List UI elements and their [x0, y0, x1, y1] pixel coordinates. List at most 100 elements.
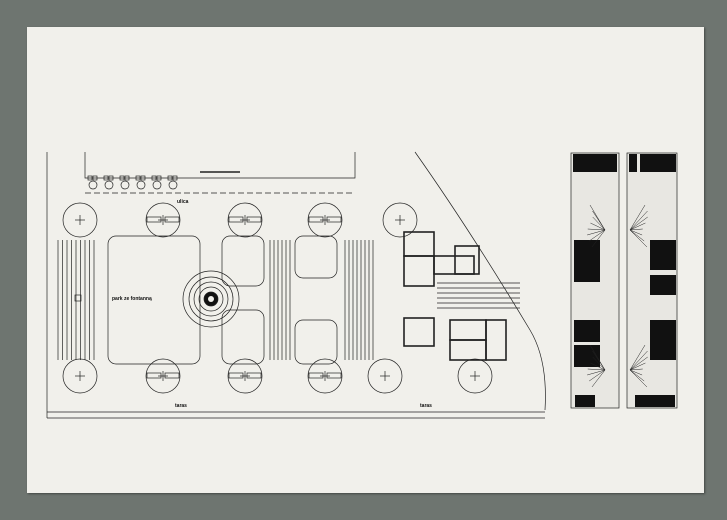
block [294, 319, 338, 365]
tree-foliage [589, 229, 606, 242]
tree-circle [227, 358, 263, 394]
fountain-ring [182, 270, 240, 328]
section-dark-block [574, 320, 600, 342]
section-dark-block [650, 240, 676, 270]
tree-foliage [629, 228, 643, 231]
section-dark-block [575, 395, 595, 407]
tree-foliage [629, 216, 648, 231]
bench [228, 372, 244, 379]
parking-box [172, 175, 178, 181]
bench [326, 372, 342, 379]
tree-circle [62, 202, 98, 238]
tree-circle [145, 202, 181, 238]
parking-box [108, 175, 114, 181]
tree-foliage [587, 369, 606, 376]
tree-foliage [629, 229, 648, 248]
section-dark-block [573, 154, 617, 172]
tree-foliage [629, 229, 643, 236]
tree-foliage [592, 216, 606, 231]
block [221, 235, 265, 287]
tree-foliage [591, 229, 606, 248]
tree-circle [307, 358, 343, 394]
block [221, 309, 265, 365]
tree-foliage [587, 229, 606, 236]
building [433, 255, 475, 275]
tree-foliage [587, 368, 606, 371]
fountain-ring [198, 286, 224, 312]
block [294, 235, 338, 279]
label-terrace-left: taras [175, 403, 187, 409]
tree-foliage [629, 210, 648, 231]
bench [308, 372, 324, 379]
building [485, 319, 507, 361]
fountain-core [208, 296, 214, 302]
fountain-ring [193, 281, 229, 317]
parking-circle [120, 180, 130, 190]
parking-box [140, 175, 146, 181]
parking-circle [88, 180, 98, 190]
section-dark-block [650, 275, 676, 295]
kiosk [74, 294, 82, 302]
parking-box [167, 175, 173, 181]
tree-foliage [590, 222, 606, 231]
tree-circle [307, 202, 343, 238]
building [449, 339, 487, 361]
bench [146, 216, 162, 223]
tree-foliage [629, 368, 643, 371]
tree-foliage [592, 350, 606, 371]
plan-linework [46, 151, 678, 419]
tree-foliage [629, 356, 648, 371]
tree-circle [145, 358, 181, 394]
section-dark-block [574, 262, 600, 282]
building [403, 255, 435, 287]
bench [164, 216, 180, 223]
label-park: park ze fontanną [112, 296, 152, 302]
parking-box [156, 175, 162, 181]
bench [246, 216, 262, 223]
parking-box [119, 175, 125, 181]
tree-foliage [591, 369, 606, 388]
tree-foliage [629, 222, 646, 231]
tree-foliage [592, 210, 606, 231]
label-street: ulica [177, 199, 189, 205]
bench [146, 372, 162, 379]
building [454, 245, 480, 275]
bench [246, 372, 262, 379]
tree-circle [382, 202, 418, 238]
parking-box [103, 175, 109, 181]
tree-foliage [589, 369, 606, 382]
tree-circle [367, 358, 403, 394]
section-dark-block [650, 320, 676, 360]
tree-circle [227, 202, 263, 238]
tree-foliage [629, 344, 646, 371]
tree-foliage [629, 204, 646, 231]
building [449, 319, 487, 341]
parking-box [151, 175, 157, 181]
tree-foliage [587, 228, 606, 231]
site-boundary [414, 151, 546, 411]
tree-foliage [590, 362, 606, 371]
bench [164, 372, 180, 379]
parking-box [135, 175, 141, 181]
tree-foliage [629, 369, 643, 376]
parking-box [87, 175, 93, 181]
bench [228, 216, 244, 223]
section-dark-block [574, 240, 600, 262]
tree-foliage [629, 350, 648, 371]
top-road [84, 152, 356, 179]
parking-box [92, 175, 98, 181]
tree-foliage [629, 369, 645, 382]
parking-circle [152, 180, 162, 190]
building [403, 231, 435, 257]
bench [326, 216, 342, 223]
park-block [107, 235, 201, 365]
bench [308, 216, 324, 223]
tree-circle [62, 358, 98, 394]
parking-circle [104, 180, 114, 190]
building [403, 317, 435, 347]
fountain-ring [188, 276, 234, 322]
tree-circle [457, 358, 493, 394]
parking-circle [136, 180, 146, 190]
tree-foliage [629, 369, 648, 388]
